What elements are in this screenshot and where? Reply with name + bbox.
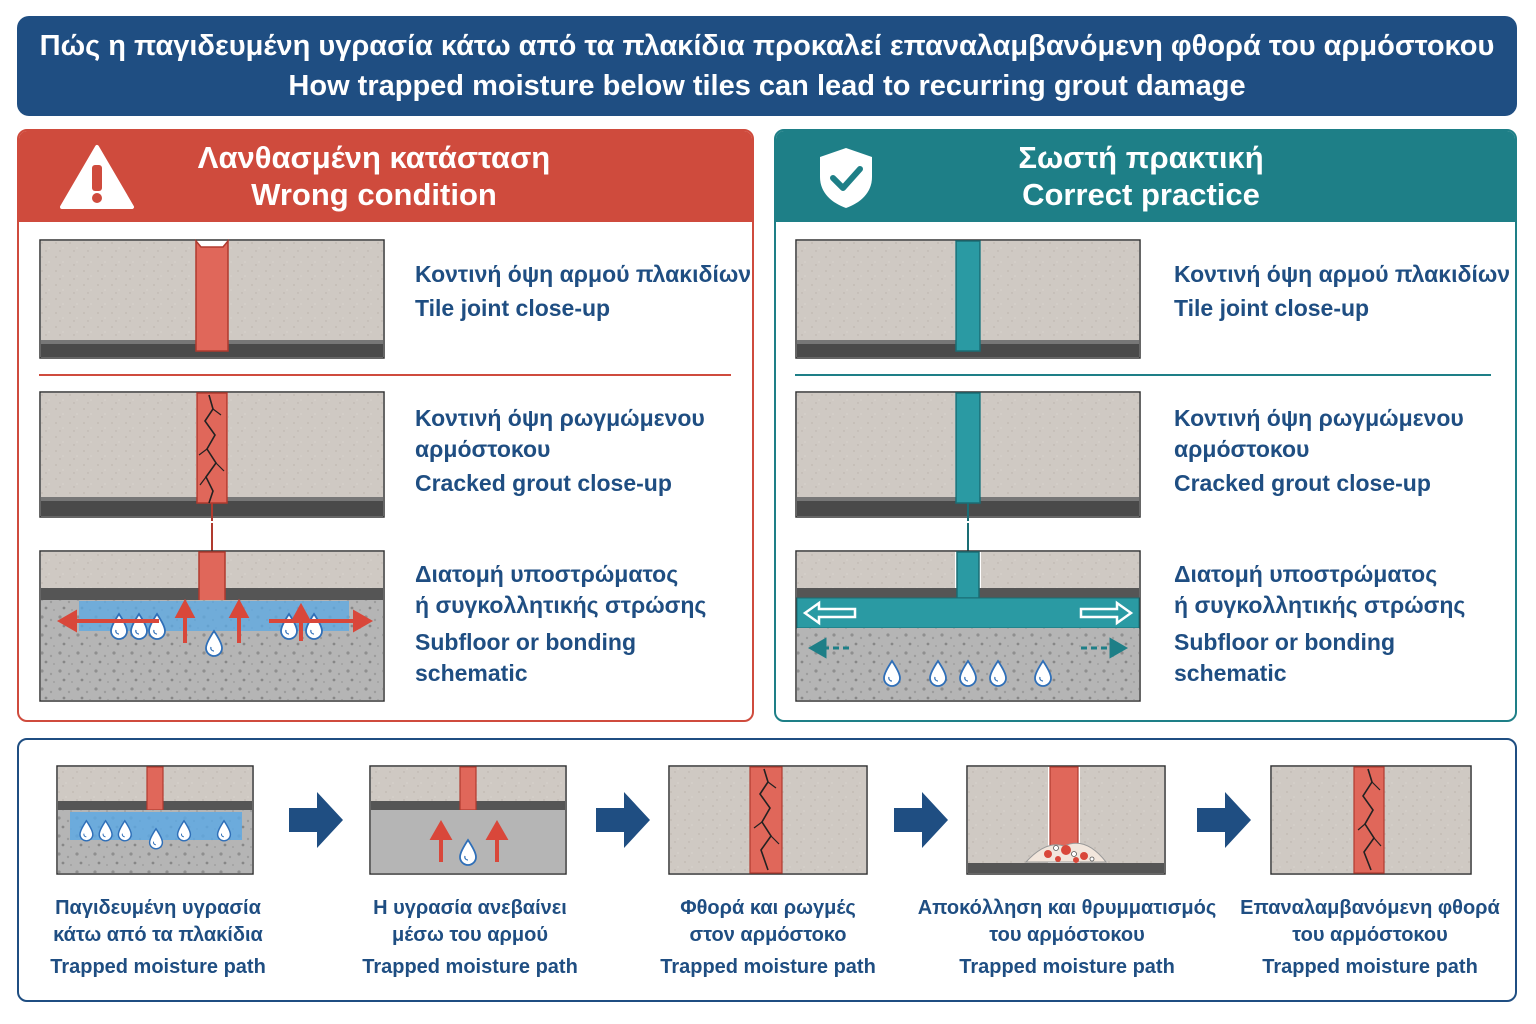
right-row1-greek: Κοντινή όψη αρμού πλακιδίων	[1174, 261, 1511, 287]
flow-arrow-1-icon	[289, 792, 343, 848]
wrong-row2-greek-1: Κοντινή όψη ρωγμώμενου	[415, 405, 705, 431]
step-2-english: Trapped moisture path	[362, 956, 578, 978]
step-2-greek-1: Η υγρασία ανεβαίνει	[373, 897, 567, 919]
step-3-greek-1: Φθορά και ρωγμές	[680, 897, 856, 919]
right-row2-greek-1: Κοντινή όψη ρωγμώμενου	[1174, 405, 1464, 431]
wrong-row1-greek: Κοντινή όψη αρμού πλακιδίων	[415, 261, 752, 287]
step-4-greek-2: του αρμόστοκου	[989, 924, 1145, 946]
step-1-diagram	[56, 765, 254, 875]
wrong-row3-text: Διατομή υποστρώματος ή συγκολλητικής στρ…	[415, 559, 706, 689]
drainage-arrows-bottom	[807, 637, 1129, 659]
wrong-row2-text: Κοντινή όψη ρωγμώμενου αρμόστοκου Cracke…	[415, 403, 705, 499]
step-2-diagram	[369, 765, 567, 875]
warning-triangle-icon	[60, 145, 134, 209]
drainage-arrows-top	[802, 600, 1134, 626]
right-row3-text: Διατομή υποστρώματος ή συγκολλητικής στρ…	[1174, 559, 1465, 689]
wrong-title-greek: Λανθασμένη κατάσταση	[197, 140, 551, 175]
right-title-greek: Σωστή πρακτική	[1018, 140, 1264, 175]
right-tile-joint-diagram	[795, 239, 1141, 359]
step-1-greek-2: κάτω από τα πλακίδια	[53, 924, 263, 946]
right-row1-text: Κοντινή όψη αρμού πλακιδίων Tile joint c…	[1174, 259, 1510, 324]
step-5-caption: Επαναλαμβανόμενη φθορά του αρμόστοκου Tr…	[1229, 895, 1511, 981]
wrong-cracked-grout-diagram	[39, 391, 385, 521]
wrong-tile-joint-diagram	[39, 239, 385, 359]
wrong-subfloor-schematic	[39, 523, 385, 702]
wrong-row3-greek-1: Διατομή υποστρώματος	[415, 561, 679, 587]
step-5-diagram	[1270, 765, 1472, 875]
step-5-greek-1: Επαναλαμβανόμενη φθορά	[1240, 897, 1500, 919]
main-header: Πώς η παγιδευμένη υγρασία κάτω από τα πλ…	[17, 16, 1517, 116]
wrong-row1-text: Κοντινή όψη αρμού πλακιδίων Tile joint c…	[415, 259, 751, 324]
wrong-row3-greek-2: ή συγκολλητικής στρώσης	[415, 592, 707, 618]
right-row2-english: Cracked grout close-up	[1174, 470, 1431, 496]
header-title-greek: Πώς η παγιδευμένη υγρασία κάτω από τα πλ…	[39, 30, 1495, 62]
flow-arrow-2-icon	[596, 792, 650, 848]
wrong-panel-title: Λανθασμένη κατάσταση Wrong condition	[189, 139, 559, 213]
step-3-caption: Φθορά και ρωγμές στον αρμόστοκο Trapped …	[637, 895, 899, 981]
step-3-diagram	[668, 765, 868, 875]
flow-arrow-4-icon	[1197, 792, 1251, 848]
step-2-greek-2: μέσω του αρμού	[392, 924, 548, 946]
wrong-separator-1	[39, 374, 731, 376]
step-1-caption: Παγιδευμένη υγρασία κάτω από τα πλακίδια…	[27, 895, 289, 981]
right-row3-greek-2: ή συγκολλητικής στρώσης	[1174, 592, 1466, 618]
step-5-greek-2: του αρμόστοκου	[1292, 924, 1448, 946]
correct-practice-panel: Σωστή πρακτική Correct practice Κοντινή …	[774, 129, 1517, 722]
wrong-row1-english: Tile joint close-up	[415, 295, 611, 321]
step-5-english: Trapped moisture path	[1262, 956, 1478, 978]
right-row2-greek-2: αρμόστοκου	[1174, 436, 1310, 462]
shield-check-icon	[820, 148, 872, 208]
right-subfloor-schematic	[795, 523, 1141, 702]
flow-arrow-3-icon	[894, 792, 948, 848]
right-title-english: Correct practice	[1022, 177, 1260, 212]
right-row1-english: Tile joint close-up	[1174, 295, 1370, 321]
header-title-english: How trapped moisture below tiles can lea…	[288, 70, 1246, 102]
step-4-caption: Αποκόλληση και θρυμματισμός του αρμόστοκ…	[912, 895, 1222, 981]
step-3-greek-2: στον αρμόστοκο	[689, 924, 847, 946]
wrong-panel-header: Λανθασμένη κατάσταση Wrong condition	[19, 131, 752, 222]
step-2-caption: Η υγρασία ανεβαίνει μέσω του αρμού Trapp…	[339, 895, 601, 981]
right-row3-greek-1: Διατομή υποστρώματος	[1174, 561, 1438, 587]
step-1-english: Trapped moisture path	[50, 956, 266, 978]
wrong-row2-greek-2: αρμόστοκου	[415, 436, 551, 462]
step-1-greek-1: Παγιδευμένη υγρασία	[55, 897, 261, 919]
right-panel-title: Σωστή πρακτική Correct practice	[976, 139, 1306, 213]
step-4-greek-1: Αποκόλληση και θρυμματισμός	[917, 897, 1217, 919]
step-3-english: Trapped moisture path	[660, 956, 876, 978]
step-4-english: Trapped moisture path	[959, 956, 1175, 978]
step-4-diagram	[966, 765, 1166, 875]
right-row2-text: Κοντινή όψη ρωγμώμενου αρμόστοκου Cracke…	[1174, 403, 1464, 499]
wrong-row3-english-2: schematic	[415, 660, 528, 686]
wrong-title-english: Wrong condition	[251, 177, 497, 212]
right-separator-1	[795, 374, 1491, 376]
process-flow-panel: Παγιδευμένη υγρασία κάτω από τα πλακίδια…	[17, 738, 1517, 1002]
right-panel-header: Σωστή πρακτική Correct practice	[776, 131, 1515, 222]
right-row3-english-2: schematic	[1174, 660, 1287, 686]
wrong-condition-panel: Λανθασμένη κατάσταση Wrong condition Κον…	[17, 129, 754, 722]
right-grout-diagram	[795, 391, 1141, 521]
wrong-row3-english-1: Subfloor or bonding	[415, 629, 637, 655]
right-row3-english-1: Subfloor or bonding	[1174, 629, 1396, 655]
moisture-arrows	[56, 598, 374, 643]
wrong-row2-english: Cracked grout close-up	[415, 470, 672, 496]
